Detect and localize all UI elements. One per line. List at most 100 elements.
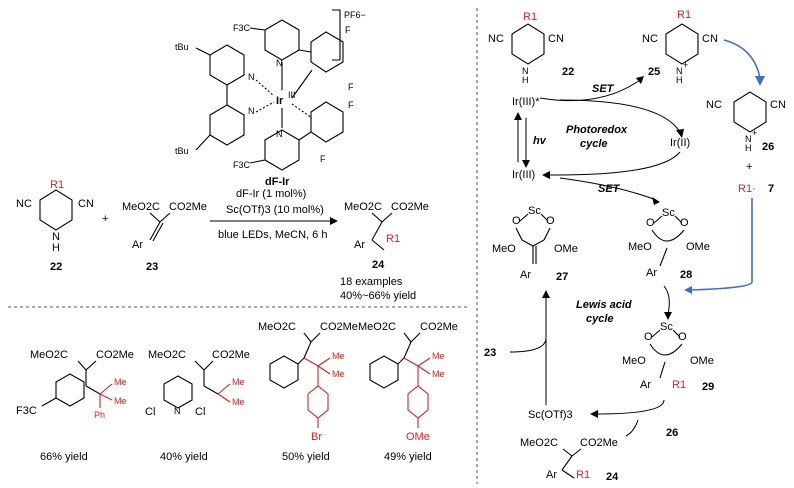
example-3: MeO2C CO2Me Me Me Br 50% yield <box>258 321 358 463</box>
ir2: Ir(II) <box>670 137 690 149</box>
svg-text:Sc: Sc <box>660 321 673 333</box>
compound-label: 24 <box>372 259 385 271</box>
product-24: MeO2C CO2Me Ar R1 24 18 examples 40%~66%… <box>340 201 429 302</box>
svg-text:OMe: OMe <box>686 241 710 253</box>
fluoro-label: F <box>345 25 351 35</box>
svg-text:N: N <box>522 66 529 76</box>
svg-text:7: 7 <box>768 183 774 195</box>
svg-text:Cl: Cl <box>145 406 155 418</box>
svg-text:H: H <box>522 75 529 85</box>
svg-text:+: + <box>746 161 752 173</box>
set-label-1: SET <box>592 83 615 95</box>
fluoro-label: F <box>348 82 354 92</box>
yield-range: 40%~66% yield <box>340 290 416 302</box>
nitrogen-label: N <box>276 58 283 68</box>
svg-text:MeO2C: MeO2C <box>358 321 396 333</box>
svg-text:NC: NC <box>642 33 658 45</box>
svg-text:O: O <box>680 217 689 229</box>
svg-text:Me: Me <box>432 369 445 379</box>
svg-text:24: 24 <box>606 471 619 483</box>
svg-text:O: O <box>644 331 653 343</box>
reactant-22: NC CN R1 N H 22 <box>16 179 94 273</box>
nh-label: N <box>52 231 60 243</box>
svg-text:MeO: MeO <box>628 241 652 253</box>
svg-text:N: N <box>174 406 181 416</box>
catalyst-structure: PF6− Ir III F3C F F N tBu tBu N N N F <box>175 9 366 188</box>
cn-label: CN <box>78 198 94 210</box>
ester-label: MeO2C <box>344 201 382 213</box>
reaction-arrow: dF-Ir (1 mol%) Sc(OTf)3 (10 mol%) blue L… <box>210 188 338 241</box>
fluoro-label: F <box>348 100 354 110</box>
svg-text:22: 22 <box>562 66 574 78</box>
mech-compound-25: NC CN R1 N + H 25 <box>642 9 718 85</box>
svg-text:OMe: OMe <box>690 355 714 367</box>
example-yield: 49% yield <box>384 451 432 463</box>
condition-1: dF-Ir (1 mol%) <box>236 188 306 200</box>
nh-label: H <box>52 242 60 254</box>
mech-compound-29: Sc O O MeO OMe Ar R1 29 <box>622 321 714 393</box>
svg-text:Me: Me <box>332 351 345 361</box>
svg-text:Me: Me <box>114 396 127 406</box>
svg-text:H: H <box>745 143 752 153</box>
svg-text:N: N <box>676 66 683 76</box>
svg-text:MeO2C: MeO2C <box>30 349 68 361</box>
svg-text:H: H <box>676 75 683 85</box>
svg-text:CO2Me: CO2Me <box>212 349 250 361</box>
svg-text:CO2Me: CO2Me <box>420 321 458 333</box>
photoredox-title: Photoredox <box>566 124 628 136</box>
compound-label: 22 <box>50 261 62 273</box>
lewis-cycle: cycle <box>586 313 614 325</box>
svg-text:CO2Me: CO2Me <box>96 349 134 361</box>
svg-text:Me: Me <box>232 377 245 387</box>
condition-2: Sc(OTf)3 (10 mol%) <box>226 204 324 216</box>
cf3-top: F3C <box>233 23 251 33</box>
svg-text:OMe: OMe <box>554 243 578 255</box>
example-yield: 40% yield <box>160 451 208 463</box>
cf3-bottom: F3C <box>233 160 251 170</box>
compound-label: 23 <box>146 261 158 273</box>
fluoro-label: F <box>320 154 326 164</box>
hv-label: hv <box>533 135 547 147</box>
svg-text:MeO: MeO <box>492 243 516 255</box>
mech-compound-27: Sc O O MeO OMe Ar 27 <box>492 205 578 283</box>
iridium-label: Ir <box>276 95 284 107</box>
svg-text:R1·: R1· <box>738 183 756 195</box>
example-yield: 50% yield <box>282 451 330 463</box>
sc-otf: Sc(OTf)3 <box>528 409 573 421</box>
svg-text:CN: CN <box>770 99 786 111</box>
photoredox-cycle: cycle <box>580 138 608 150</box>
svg-text:MeO2C: MeO2C <box>258 321 296 333</box>
r1-label: R1 <box>386 233 400 245</box>
svg-text:NC: NC <box>488 33 504 45</box>
set-label-2: SET <box>598 183 621 195</box>
svg-text:R1: R1 <box>672 379 686 391</box>
label-23: 23 <box>484 347 496 359</box>
svg-text:+: + <box>683 60 688 70</box>
svg-text:Ar: Ar <box>546 469 557 481</box>
mech-compound-22: NC CN R1 N H 22 <box>488 11 574 85</box>
svg-text:O: O <box>678 331 687 343</box>
svg-text:O: O <box>512 215 521 227</box>
svg-text:Me: Me <box>432 351 445 361</box>
nitrogen-label: N <box>248 106 255 116</box>
svg-text:MeO2C: MeO2C <box>148 349 186 361</box>
mech-compound-24: MeO2C CO2Me Ar R1 24 <box>520 437 619 483</box>
ar-label: Ar <box>354 239 365 251</box>
svg-text:Ph: Ph <box>94 410 105 420</box>
svg-text:R1: R1 <box>523 11 537 23</box>
svg-text:MeO2C: MeO2C <box>520 437 558 449</box>
plus-sign: + <box>102 213 108 225</box>
tbu-bottom: tBu <box>175 146 189 156</box>
lewis-title: Lewis acid <box>576 299 632 311</box>
example-2: MeO2C CO2Me Me Me N Cl Cl 40% yield <box>145 349 250 463</box>
svg-text:Sc: Sc <box>528 205 541 217</box>
svg-text:25: 25 <box>648 66 660 78</box>
svg-text:MeO: MeO <box>622 355 646 367</box>
ir3-star: Ir(III)* <box>512 96 540 108</box>
example-yield: 66% yield <box>40 451 88 463</box>
svg-text:NC: NC <box>706 99 722 111</box>
svg-text:Ar: Ar <box>640 379 651 391</box>
svg-text:28: 28 <box>680 269 692 281</box>
example-4: MeO2C CO2Me Me Me OMe 49% yield <box>358 321 458 463</box>
ester-label: CO2Me <box>169 201 207 213</box>
